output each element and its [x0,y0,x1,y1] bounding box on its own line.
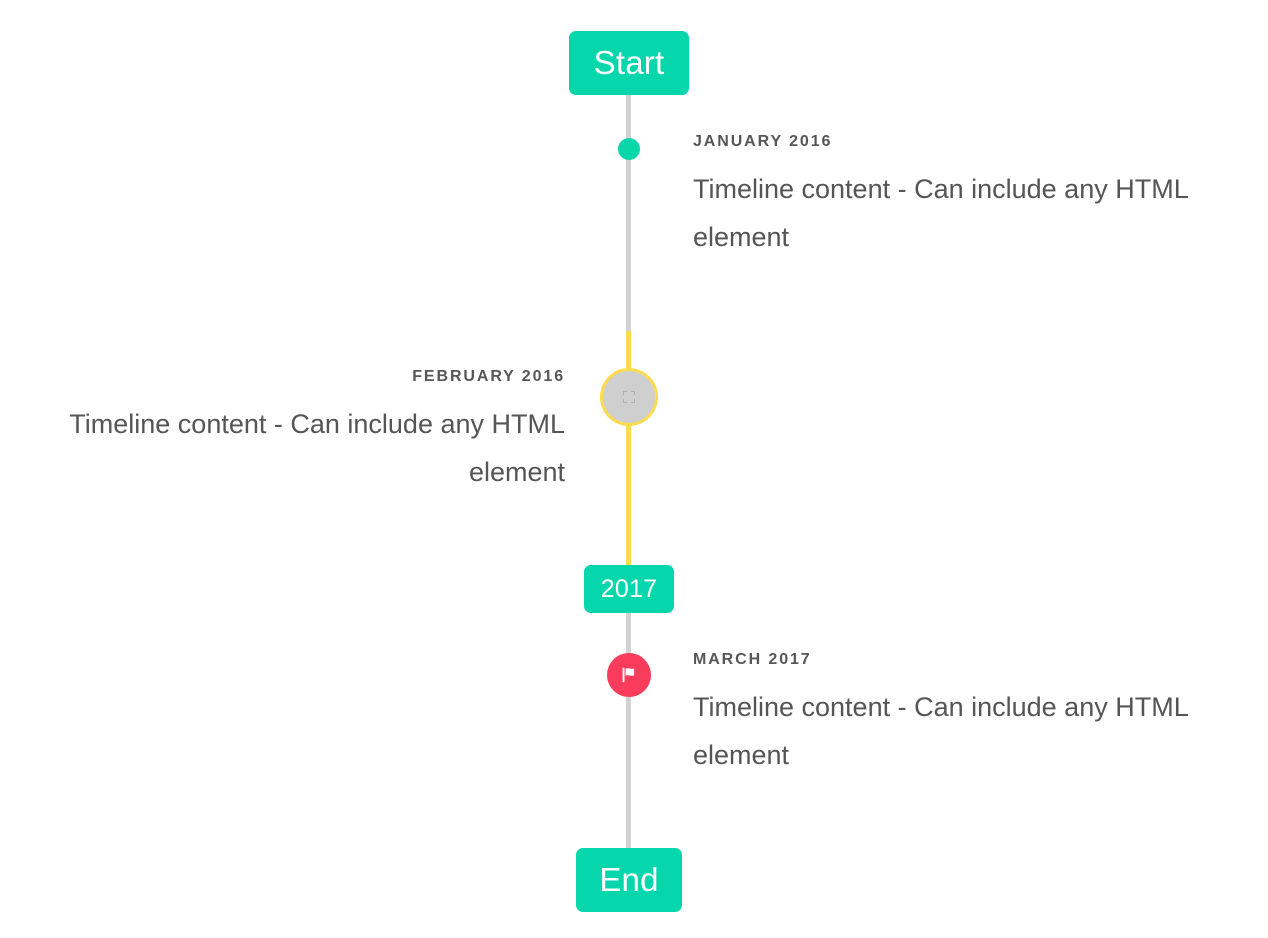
timeline-entry-body: Timeline content - Can include any HTML … [69,408,565,487]
timeline-marker-flag-icon[interactable] [607,653,651,697]
timeline-year-divider-badge[interactable]: 2017 [584,565,674,613]
timeline-entry-date: FEBRUARY 2016 [412,368,565,385]
timeline-spine-lower [626,613,631,856]
timeline-marker-broken-image-icon[interactable] [600,368,658,426]
timeline-spine-upper [626,95,631,333]
timeline-entry-content: JANUARY 2016 Timeline content - Can incl… [693,133,1216,261]
timeline-start-badge[interactable]: Start [569,31,689,95]
timeline-entry-content: FEBRUARY 2016 Timeline content - Can inc… [42,368,565,496]
timeline-marker-dot-icon[interactable] [618,138,640,160]
timeline-entry-date: MARCH 2017 [693,651,812,668]
timeline-entry-content: MARCH 2017 Timeline content - Can includ… [693,651,1216,779]
timeline-entry-date: JANUARY 2016 [693,133,833,150]
timeline-entry-body: Timeline content - Can include any HTML … [693,173,1188,252]
timeline-entry-body: Timeline content - Can include any HTML … [693,691,1188,770]
broken-image-icon [621,389,637,405]
timeline-end-badge[interactable]: End [576,848,682,912]
timeline-spine-active [626,331,631,565]
